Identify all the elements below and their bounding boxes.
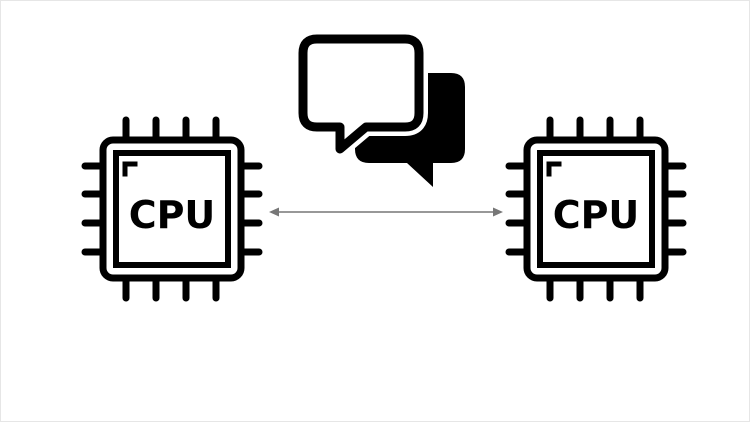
connection-arrow bbox=[269, 207, 503, 217]
left-cpu-label: CPU bbox=[129, 193, 216, 237]
right-cpu-chip: CPU bbox=[509, 120, 683, 298]
right-cpu-label: CPU bbox=[553, 193, 640, 237]
chat-bubbles-icon bbox=[294, 30, 465, 187]
left-cpu-chip: CPU bbox=[85, 120, 259, 298]
arrow-right-head-icon bbox=[493, 207, 503, 217]
arrow-left-head-icon bbox=[269, 207, 279, 217]
chat-bubble-front-icon bbox=[298, 34, 424, 154]
